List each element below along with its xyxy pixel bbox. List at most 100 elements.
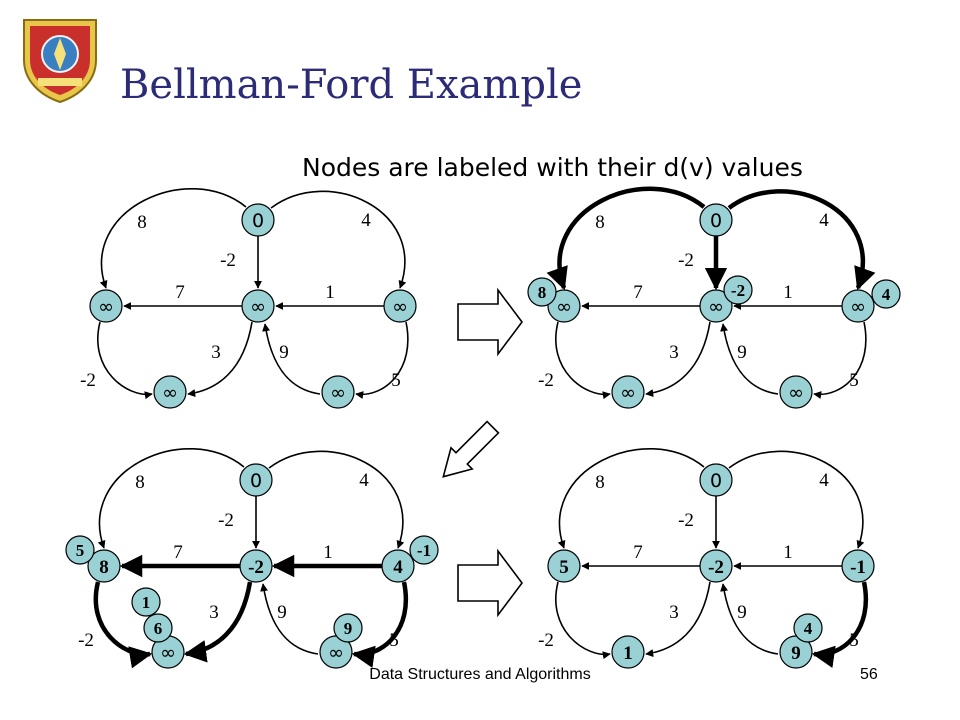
edge-weight-label: 8	[595, 472, 605, 493]
edge-weight-label: 8	[137, 212, 147, 233]
node-label-b: -2	[248, 557, 264, 578]
distance-badge	[131, 587, 161, 617]
edge-weight-label: 1	[783, 542, 793, 563]
edge-weight-label: 8	[595, 212, 605, 233]
node-s	[239, 463, 273, 497]
node-c	[841, 289, 875, 323]
node-b	[241, 289, 275, 323]
node-label-c: ∞	[850, 296, 866, 318]
node-label-a: ∞	[556, 296, 572, 318]
node-label-b: ∞	[250, 296, 266, 318]
edge-weight-label: 7	[633, 282, 643, 303]
node-s	[699, 463, 733, 497]
distance-badge	[65, 535, 95, 565]
distance-badge	[871, 279, 901, 309]
node-label-e: ∞	[328, 642, 344, 664]
node-s	[699, 203, 733, 237]
edge-a-d	[97, 321, 153, 400]
node-s	[241, 203, 275, 237]
node-a	[547, 549, 581, 583]
edge-b-d	[187, 321, 253, 398]
edge-weight-label: 1	[783, 282, 793, 303]
node-label-c: 4	[393, 557, 403, 578]
transition-arrows	[442, 287, 523, 618]
distance-badge	[723, 275, 753, 305]
node-label-c: -1	[850, 557, 866, 578]
university-logo	[23, 19, 97, 104]
distance-badge-label: 9	[344, 619, 353, 638]
node-label-s: 0	[250, 470, 262, 492]
edge-c-e	[355, 321, 409, 399]
node-label-d: ∞	[162, 382, 178, 404]
edge-e-b	[720, 323, 779, 395]
node-a	[87, 549, 121, 583]
transition-arrow-right-top	[457, 287, 523, 357]
distance-badge-label: -1	[417, 541, 431, 560]
edge-e-b	[260, 583, 319, 655]
node-e	[321, 375, 355, 409]
edge-weight-label: 9	[277, 602, 287, 623]
distance-badge-label: -2	[731, 281, 745, 300]
node-c	[841, 549, 875, 583]
distance-badge-label: 4	[804, 619, 813, 638]
edge-weight-label: 3	[211, 342, 221, 363]
edge-weight-label: 9	[279, 342, 289, 363]
edge-e-b	[262, 323, 321, 395]
edge-weight-label: -2	[218, 510, 234, 531]
node-label-a: 8	[99, 557, 109, 578]
edge-weight-label: -2	[538, 630, 554, 651]
edge-a-d	[93, 581, 153, 669]
edge-weight-label: 5	[389, 630, 399, 651]
node-c	[383, 289, 417, 323]
slide-title: Bellman-Ford Example	[120, 62, 583, 108]
node-d	[153, 375, 187, 409]
edge-weight-label: 1	[323, 542, 333, 563]
edge-weight-label: 7	[175, 282, 185, 303]
node-b	[699, 289, 733, 323]
edge-weight-label: -2	[80, 370, 96, 391]
edge-s-a	[557, 448, 705, 549]
edge-c-e	[351, 581, 408, 668]
distance-badge	[143, 613, 173, 643]
edge-s-c	[727, 189, 876, 291]
distance-badge-label: 4	[882, 285, 891, 304]
distance-badge-label: 5	[76, 541, 85, 560]
node-label-s: 0	[252, 210, 264, 232]
node-a	[547, 289, 581, 323]
node-label-a: ∞	[98, 296, 114, 318]
footer-text: Data Structures and Algorithms	[369, 666, 591, 683]
edge-weight-label: 3	[209, 602, 219, 623]
edge-weight-label: 8	[135, 472, 145, 493]
edge-weight-label: 4	[361, 210, 371, 231]
edge-a-d	[555, 321, 611, 400]
node-label-d: ∞	[620, 382, 636, 404]
edge-weight-label: 9	[737, 342, 747, 363]
edge-weight-label: -2	[538, 370, 554, 391]
edge-weight-label: -2	[78, 630, 94, 651]
distance-badge	[527, 277, 557, 307]
node-a	[89, 289, 123, 323]
transition-arrow-right-bottom	[457, 548, 523, 618]
edge-weight-label: 5	[391, 370, 401, 391]
node-d	[611, 375, 645, 409]
edge-b-d	[645, 581, 711, 658]
edge-weight-label: 7	[173, 542, 183, 563]
slide-subtitle: Nodes are labeled with their d(v) values	[302, 153, 803, 182]
node-label-e: 9	[791, 643, 801, 664]
edge-weight-label: 1	[325, 282, 335, 303]
edge-s-c	[728, 450, 865, 549]
edge-c-e	[811, 581, 868, 668]
edge-s-c	[268, 450, 405, 549]
edge-s-a	[99, 188, 247, 289]
distance-badge	[409, 535, 439, 565]
edge-s-a	[97, 448, 245, 549]
edge-a-d	[555, 581, 611, 660]
node-c	[381, 549, 415, 583]
edge-weight-label: 4	[819, 210, 829, 231]
node-label-e: ∞	[788, 382, 804, 404]
edge-weight-label: 4	[359, 470, 369, 491]
node-label-d: ∞	[160, 642, 176, 664]
page-number: 56	[860, 666, 878, 683]
